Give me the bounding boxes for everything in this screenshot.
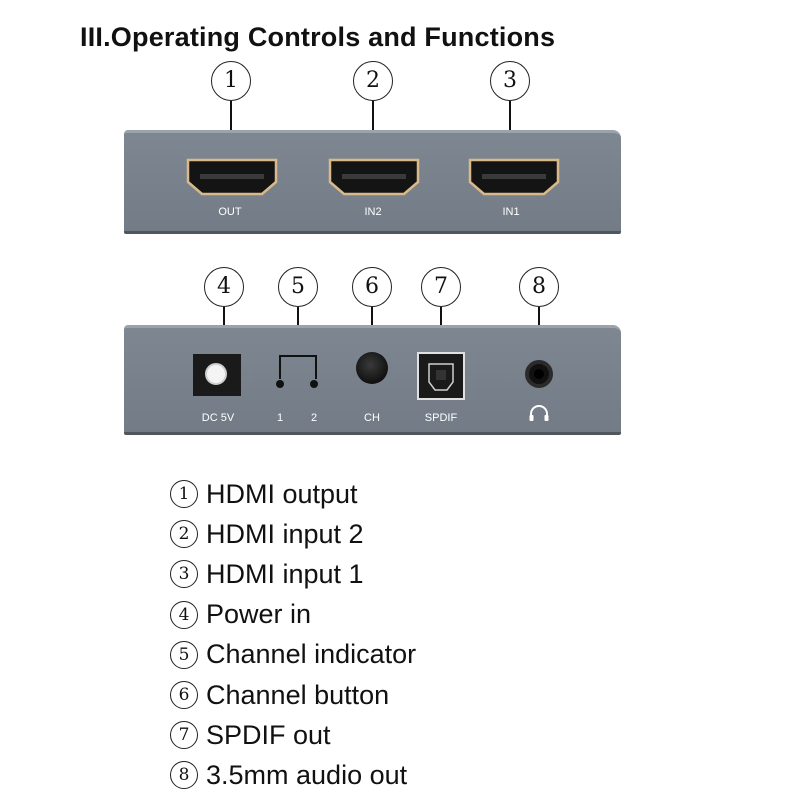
- led-2-label: 2: [310, 412, 318, 424]
- spdif-label: SPDIF: [424, 412, 458, 424]
- page-title: III.Operating Controls and Functions: [80, 22, 556, 52]
- callout-2: 2: [353, 61, 393, 101]
- hdmi-in1-port: [468, 158, 560, 196]
- legend-item: 5 Channel indicator: [170, 635, 416, 675]
- dc-label: DC 5V: [201, 412, 235, 424]
- legend-item: 2 HDMI input 2: [170, 514, 416, 554]
- legend-number: 3: [170, 560, 198, 589]
- legend-text: 3.5mm audio out: [206, 759, 408, 790]
- hdmi-in2-port: [328, 158, 420, 196]
- legend-text: Power in: [206, 599, 312, 630]
- legend-number: 4: [170, 600, 198, 629]
- legend-number: 2: [170, 520, 198, 549]
- legend-item: 8 3.5mm audio out: [170, 755, 416, 795]
- legend-number: 5: [170, 640, 198, 669]
- callout-3: 3: [490, 61, 530, 101]
- spdif-port: [417, 352, 465, 400]
- legend-text: SPDIF out: [206, 719, 331, 750]
- legend-number: 8: [170, 761, 198, 790]
- legend-text: HDMI output: [206, 478, 358, 509]
- legend-item: 7 SPDIF out: [170, 715, 416, 755]
- legend-number: 7: [170, 721, 198, 750]
- legend-item: 4 Power in: [170, 595, 416, 635]
- in2-label: IN2: [364, 206, 382, 218]
- hdmi-out-port: [186, 158, 278, 196]
- callout-6: 6: [352, 267, 392, 307]
- audio-jack: [525, 360, 553, 388]
- ch-label: CH: [364, 412, 380, 424]
- out-label: OUT: [218, 206, 242, 218]
- headphone-icon: [529, 405, 549, 421]
- legend-number: 6: [170, 681, 198, 710]
- channel-led-1: [276, 380, 284, 388]
- legend-text: Channel indicator: [206, 639, 417, 670]
- legend-number: 1: [170, 480, 198, 509]
- callout-1: 1: [211, 61, 251, 101]
- callout-4: 4: [204, 267, 244, 307]
- spdif-port-shape: [428, 363, 454, 391]
- led-1-label: 1: [276, 412, 284, 424]
- channel-button: [356, 352, 388, 384]
- legend-item: 1 HDMI output: [170, 474, 416, 514]
- legend-text: HDMI input 1: [206, 558, 364, 589]
- legend-text: Channel button: [206, 679, 390, 710]
- channel-led-2: [310, 380, 318, 388]
- dc-power-jack: [193, 354, 241, 396]
- callout-5: 5: [278, 267, 318, 307]
- legend-text: HDMI input 2: [206, 518, 364, 549]
- indicator-bracket: [279, 355, 317, 379]
- legend: 1 HDMI output 2 HDMI input 2 3 HDMI inpu…: [170, 474, 416, 796]
- legend-item: 3 HDMI input 1: [170, 554, 416, 594]
- callout-7: 7: [421, 267, 461, 307]
- legend-item: 6 Channel button: [170, 675, 416, 715]
- callout-8: 8: [519, 267, 559, 307]
- in1-label: IN1: [502, 206, 520, 218]
